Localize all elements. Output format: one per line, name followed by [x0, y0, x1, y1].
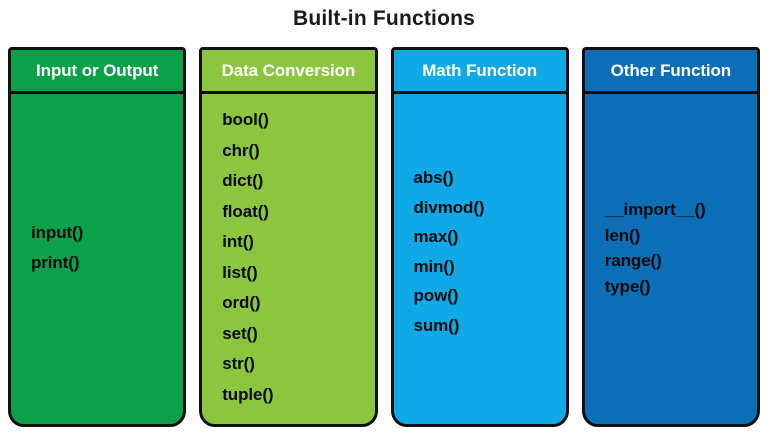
function-item: pow(): [413, 286, 459, 305]
function-item: bool(): [222, 110, 269, 129]
column-body-math-function: abs() divmod() max() min() pow() sum(): [394, 94, 566, 424]
page-title: Built-in Functions: [292, 7, 476, 30]
function-item: divmod(): [413, 197, 485, 217]
category-column-other-function: Other Function __import__() len() range(…: [581, 47, 760, 427]
function-item: set(): [222, 323, 258, 343]
function-item: __import__(): [604, 200, 706, 219]
column-header-other-function: Other Function: [584, 50, 757, 94]
function-list-math-function: abs() divmod() max() min() pow() sum(): [414, 163, 562, 340]
category-column-input-or-output: Input or Output input() print(): [8, 47, 187, 427]
function-item: max(): [413, 227, 459, 246]
function-item: int(): [222, 232, 254, 251]
function-item: dict(): [222, 171, 264, 190]
function-item: range(): [604, 251, 662, 270]
column-header-math-function: Math Function: [393, 50, 566, 94]
function-item: str(): [222, 354, 255, 373]
function-item: min(): [413, 256, 455, 276]
function-item: tuple(): [222, 384, 274, 404]
function-item: len(): [604, 225, 641, 245]
function-item: float(): [222, 201, 269, 221]
function-list-data-conversion: bool() chr() dict() float() int() list()…: [222, 105, 370, 410]
function-item: type(): [604, 276, 651, 296]
function-item: input(): [31, 223, 84, 242]
function-item: ord(): [222, 293, 261, 312]
column-body-input-or-output: input() print(): [11, 94, 183, 424]
category-column-math-function: Math Function abs() divmod() max() min()…: [390, 47, 569, 427]
column-body-other-function: __import__() len() range() type(): [585, 94, 757, 424]
function-list-other-function: __import__() len() range() type(): [605, 197, 753, 299]
category-column-data-conversion: Data Conversion bool() chr() dict() floa…: [199, 47, 378, 427]
function-item: list(): [222, 262, 258, 282]
column-header-data-conversion: Data Conversion: [202, 50, 375, 94]
category-columns: Input or Output input() print() Data Con…: [8, 47, 760, 427]
function-item: sum(): [413, 315, 460, 335]
column-header-input-or-output: Input or Output: [11, 50, 184, 94]
function-item: abs(): [413, 168, 454, 187]
function-item: chr(): [222, 140, 260, 160]
column-body-data-conversion: bool() chr() dict() float() int() list()…: [202, 94, 374, 424]
function-list-input-or-output: input() print(): [31, 218, 179, 278]
function-item: print(): [31, 253, 80, 272]
